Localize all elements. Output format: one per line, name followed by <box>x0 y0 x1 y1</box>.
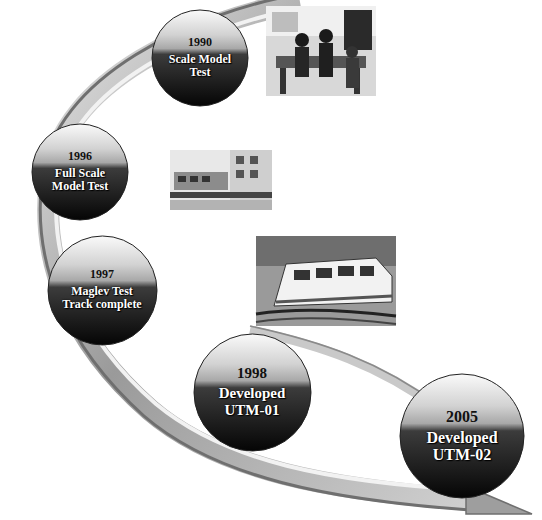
timeline-sphere: 1997Maglev Test Track complete <box>47 235 158 346</box>
year-label: 1997 <box>58 268 146 281</box>
train-photo <box>256 236 396 326</box>
model-photo <box>170 150 272 210</box>
sphere-label: 1997Maglev Test Track complete <box>58 268 146 311</box>
timeline-sphere: 1998Developed UTM-01 <box>193 333 312 452</box>
sphere-label: 1990Scale Model Test <box>163 36 237 79</box>
sphere-circle <box>32 124 128 220</box>
milestone-label: Full Scale Model Test <box>43 167 117 194</box>
year-label: 1996 <box>43 150 117 163</box>
milestone-label: Developed UTM-01 <box>206 385 298 419</box>
year-label: 1990 <box>163 36 237 49</box>
timeline-sphere: 1996Full Scale Model Test <box>31 123 129 221</box>
sphere-label: 2005Developed UTM-02 <box>413 408 511 465</box>
milestone-label: Scale Model Test <box>163 53 237 80</box>
lab-photo <box>266 6 376 96</box>
sphere-circle <box>400 374 524 498</box>
sphere-label: 1998Developed UTM-01 <box>206 365 298 418</box>
sphere-label: 1996Full Scale Model Test <box>43 150 117 193</box>
milestone-label: Developed UTM-02 <box>413 429 511 465</box>
year-label: 1998 <box>206 365 298 382</box>
timeline-sphere: 1990Scale Model Test <box>151 9 249 107</box>
year-label: 2005 <box>413 408 511 426</box>
sphere-circle <box>152 10 248 106</box>
sphere-circle <box>194 334 311 451</box>
timeline-sphere: 2005Developed UTM-02 <box>399 373 525 499</box>
sphere-circle <box>48 236 157 345</box>
milestone-label: Maglev Test Track complete <box>58 285 146 312</box>
